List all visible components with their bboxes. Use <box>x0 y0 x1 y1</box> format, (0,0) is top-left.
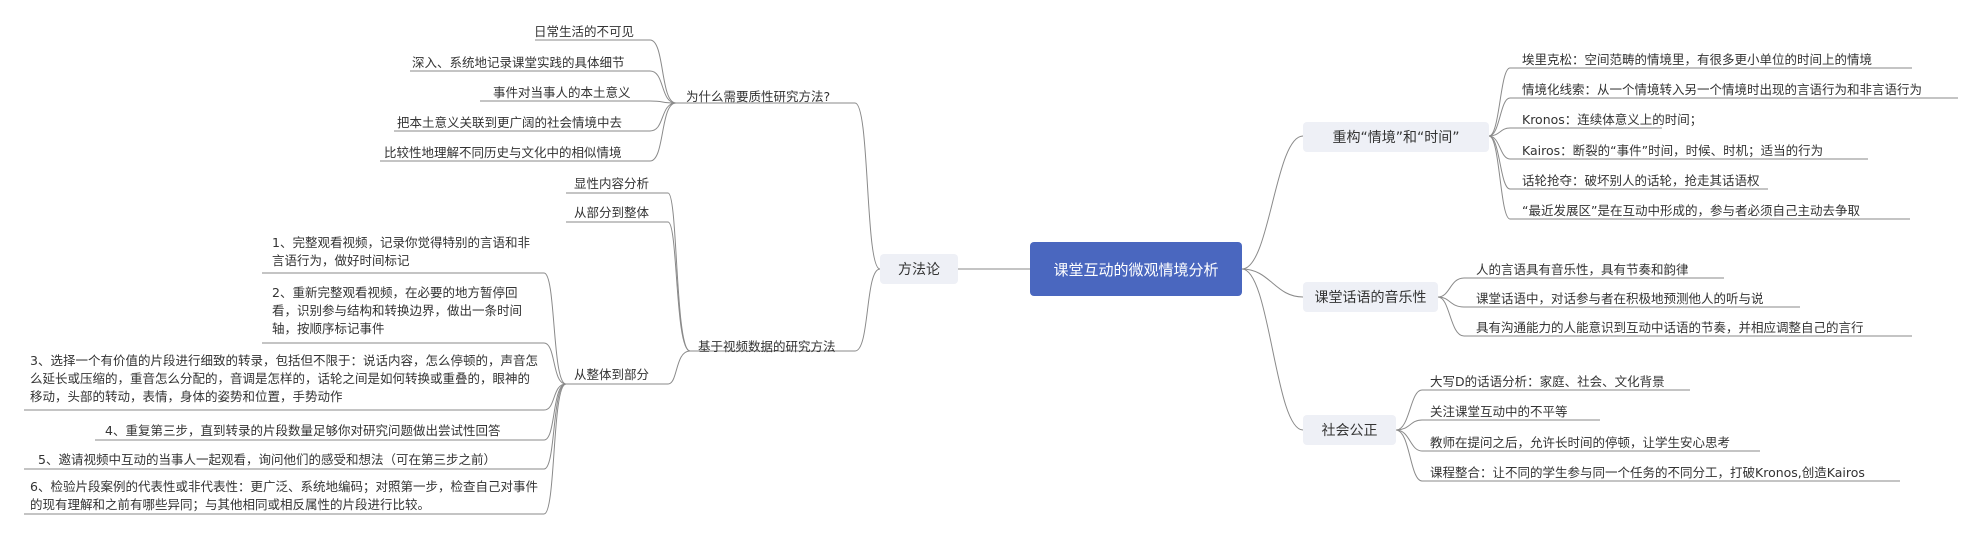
leaf-item: 比较性地理解不同历史与文化中的相似情境 <box>384 145 622 160</box>
step-1: 1、完整观看视频，记录你觉得特别的言语和非言语行为，做好时间标记 <box>272 235 530 269</box>
leaf-item: 日常生活的不可见 <box>534 24 635 39</box>
root-topic[interactable]: 课堂互动的微观情境分析 <box>1030 242 1242 296</box>
sub-why-qualitative[interactable]: 为什么需要质性研究方法? <box>686 89 831 104</box>
leaf-item: 事件对当事人的本土意义 <box>493 85 631 100</box>
leaf-explicit-content: 显性内容分析 <box>574 176 650 191</box>
leaf-item: 具有沟通能力的人能意识到互动中话语的节奏，并相应调整自己的言行 <box>1476 320 1864 335</box>
step-6: 6、检验片段案例的代表性或非代表性：更广泛、系统地编码；对照第一步，检查自己对事… <box>30 479 538 513</box>
leaf-item: 情境化线索：从一个情境转入另一个情境时出现的言语行为和非言语行为 <box>1522 82 1923 97</box>
leaf-item: 教师在提问之后，允许长时间的停顿，让学生安心思考 <box>1430 435 1731 450</box>
leaf-part-to-whole: 从部分到整体 <box>574 205 650 220</box>
step-4: 4、重复第三步，直到转录的片段数量足够你对研究问题做出尝试性回答 <box>105 423 501 438</box>
leaf-item: 深入、系统地记录课堂实践的具体细节 <box>412 55 625 70</box>
leaf-whole-to-part[interactable]: 从整体到部分 <box>574 367 650 382</box>
leaf-item: 关注课堂互动中的不平等 <box>1430 404 1568 419</box>
branch-methodology[interactable]: 方法论 <box>880 254 958 284</box>
step-2: 2、重新完整观看视频，在必要的地方暂停回看，识别参与结构和转换边界，做出一条时间… <box>272 285 523 337</box>
leaf-item: 课程整合：让不同的学生参与同一个任务的不同分工，打破Kronos,创造Kairo… <box>1430 465 1865 480</box>
leaf-item: Kronos：连续体意义上的时间； <box>1522 112 1703 127</box>
leaf-item: 课堂话语中，对话参与者在积极地预测他人的听与说 <box>1476 291 1764 306</box>
step-5: 5、邀请视频中互动的当事人一起观看，询问他们的感受和想法（可在第三步之前） <box>38 452 496 467</box>
leaf-item: 人的言语具有音乐性，具有节奏和韵律 <box>1476 262 1689 277</box>
branch-musicality[interactable]: 课堂话语的音乐性 <box>1303 282 1438 312</box>
leaf-item: Kairos：断裂的“事件”时间，时候、时机；适当的行为 <box>1522 143 1824 158</box>
step-3: 3、选择一个有价值的片段进行细致的转录，包括但不限于：说话内容，怎么停顿的，声音… <box>30 353 538 405</box>
leaf-item: 话轮抢夺：破坏别人的话轮，抢走其话语权 <box>1522 173 1760 188</box>
leaf-item: 把本土意义关联到更广阔的社会情境中去 <box>397 115 623 130</box>
branch-social-justice[interactable]: 社会公正 <box>1303 415 1396 445</box>
sub-video-method[interactable]: 基于视频数据的研究方法 <box>698 339 836 354</box>
branch-reconstruct-context-time[interactable]: 重构“情境”和“时间” <box>1303 122 1489 152</box>
leaf-item: 大写D的话语分析：家庭、社会、文化背景 <box>1430 374 1665 389</box>
leaf-item: 埃里克松：空间范畴的情境里，有很多更小单位的时间上的情境 <box>1522 52 1873 67</box>
leaf-item: “最近发展区”是在互动中形成的，参与者必须自己主动去争取 <box>1522 203 1860 218</box>
